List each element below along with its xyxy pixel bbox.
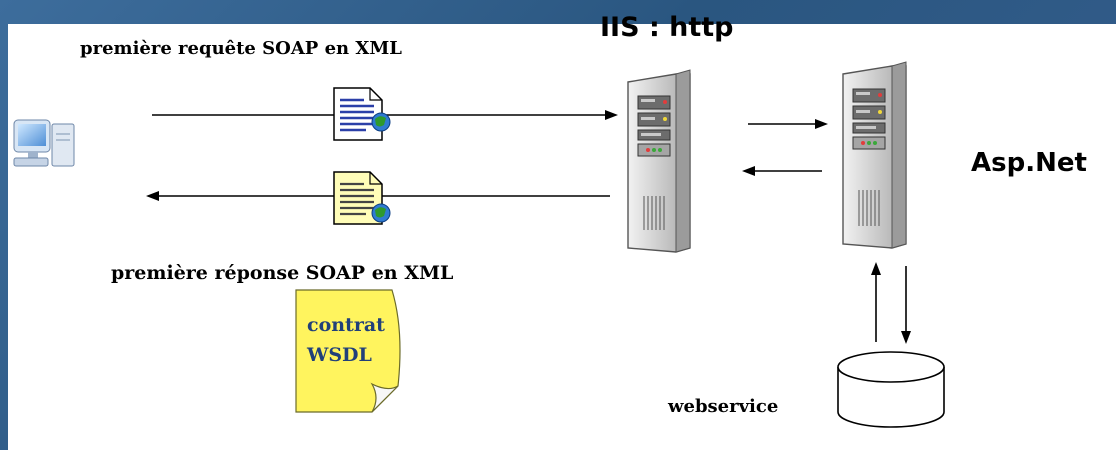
- iis-to-aspnet-arrow: [748, 119, 828, 129]
- response-document-icon: [333, 171, 391, 225]
- response-arrow: [146, 191, 610, 201]
- webservice-label: webservice: [668, 396, 779, 417]
- response-label: première réponse SOAP en XML: [111, 262, 454, 284]
- request-label: première requête SOAP en XML: [80, 38, 402, 59]
- aspnet-to-db-arrow: [901, 266, 911, 344]
- iis-label: IIS : http: [600, 12, 734, 43]
- wsdl-contract-note-icon: [295, 289, 401, 413]
- aspnet-to-iis-arrow: [742, 166, 822, 176]
- aspnet-server-icon: [842, 61, 907, 249]
- client-computer-icon: [13, 119, 75, 167]
- iis-server-icon: [627, 69, 691, 253]
- webservice-database-icon: [837, 351, 945, 428]
- wsdl-label-line1: contrat: [307, 314, 385, 336]
- aspnet-label: Asp.Net: [971, 148, 1087, 178]
- wsdl-label-line2: WSDL: [307, 344, 372, 366]
- db-to-aspnet-arrow: [871, 262, 881, 342]
- request-document-icon: [333, 87, 391, 141]
